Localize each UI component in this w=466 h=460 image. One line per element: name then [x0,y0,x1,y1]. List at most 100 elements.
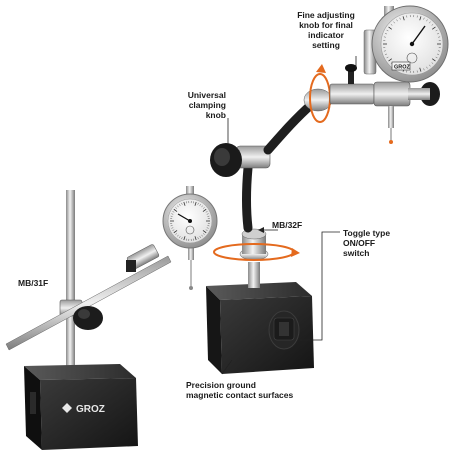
dial-tick [175,233,178,235]
label-mb32f: MB/32F [272,220,302,230]
dial-tick [396,19,398,22]
dial-tick [435,56,438,59]
dial-indicator-large: GROZ [363,5,449,83]
dial-tick [172,211,175,213]
stem-clamp [373,81,411,107]
vertical-rod [66,190,75,378]
label-line: switch [343,248,370,258]
base-logo: GROZ [62,403,105,415]
dial-tick [202,208,207,212]
label-line: setting [312,40,340,50]
dial-tick [384,53,387,55]
label-text: MB/32F [272,220,303,230]
callout-lines [221,56,357,375]
dial-tick [437,33,440,35]
rotation-arrow-base [213,243,300,261]
dial-needle-small [177,213,191,222]
dial-tick [177,205,179,208]
dial-indicator-small [162,186,218,290]
dial-tick [386,56,389,59]
dial-tick [423,68,425,71]
dial-ticks-small [170,201,210,241]
dial-tick [183,236,186,241]
dial-tick [429,64,431,67]
label-toggle-switch: Toggle type ON/OFF switch [343,228,403,258]
dial-tick [431,26,436,30]
dial-tick [429,21,431,24]
dial-tick [437,53,440,55]
block-top [206,282,312,300]
dial-tick [171,213,174,215]
label-line: Universal [187,90,226,100]
label-line: indicator [308,30,344,40]
dial-tick [181,202,183,205]
label-line: ON/OFF [343,238,376,248]
block-front-left [206,286,222,374]
label-line: knob [205,110,226,120]
dial-tick [202,230,207,234]
dial-tick [179,236,181,238]
dial-tick [431,62,434,64]
dial-tick [199,204,201,206]
fine-adjust-knob [345,64,357,72]
dial-tick [435,29,438,32]
dial-tick [172,229,175,231]
dial-tick [419,67,422,72]
label-line: knob for final [299,20,353,30]
dial-tick [399,17,401,20]
dial-needle-large [411,25,426,45]
dial-tick [201,234,203,237]
dial-tick [173,208,178,212]
label-line: clamping [188,100,226,110]
dial-tick [197,237,199,240]
dial-tick [388,26,393,30]
dial-tick [173,230,178,234]
dial-tick [206,227,209,229]
dial-tick [201,205,203,208]
dial-tick [194,236,197,241]
base-logo-text: GROZ [76,404,105,415]
dial-tick [206,213,209,215]
logo-mark-icon [62,403,72,413]
dial-tick [179,204,181,206]
dial-tick [199,236,201,238]
dial-tick [205,211,208,213]
label-line: Toggle type [343,228,391,238]
dial-tick [388,58,393,62]
fine-adjust-disc [73,306,103,330]
dial-badge-text: GROZ [394,65,411,71]
lower-arm [242,163,253,233]
toggle-switch [268,310,300,350]
dial-tick [202,207,205,209]
dial-tick [202,233,205,235]
label-precision-ground: Precision ground magnetic contact surfac… [186,380,326,400]
horizontal-bar [5,255,172,351]
stand-mb31f: GROZ [5,186,218,450]
upper-arm [263,99,317,155]
dial-tick [177,234,179,237]
dial-tick [402,16,405,21]
dial-tick [419,16,422,21]
dial-tick [197,202,199,205]
upper-joint [303,88,333,112]
dial-tick [431,58,436,62]
base-front [40,378,138,450]
dial-tick [393,21,395,24]
label-line: magnetic contact surfaces [186,390,294,400]
dial-tick [423,17,425,20]
label-mb31f: MB/31F [18,278,48,288]
dial-tick [175,207,178,209]
dial-tick [171,227,174,229]
dial-tick [384,33,387,35]
label-text: MB/31F [18,278,49,288]
post [248,262,260,288]
dial-tick [431,24,434,26]
universal-clamping-knob [210,143,242,177]
callout-arrow-mb32f [258,227,264,233]
dial-tick [426,19,428,22]
fine-adjust-block [329,83,375,105]
label-line: Fine adjusting [297,10,355,20]
dial-tick [205,229,208,231]
base-switch [30,392,36,414]
dial-tick [181,237,183,240]
